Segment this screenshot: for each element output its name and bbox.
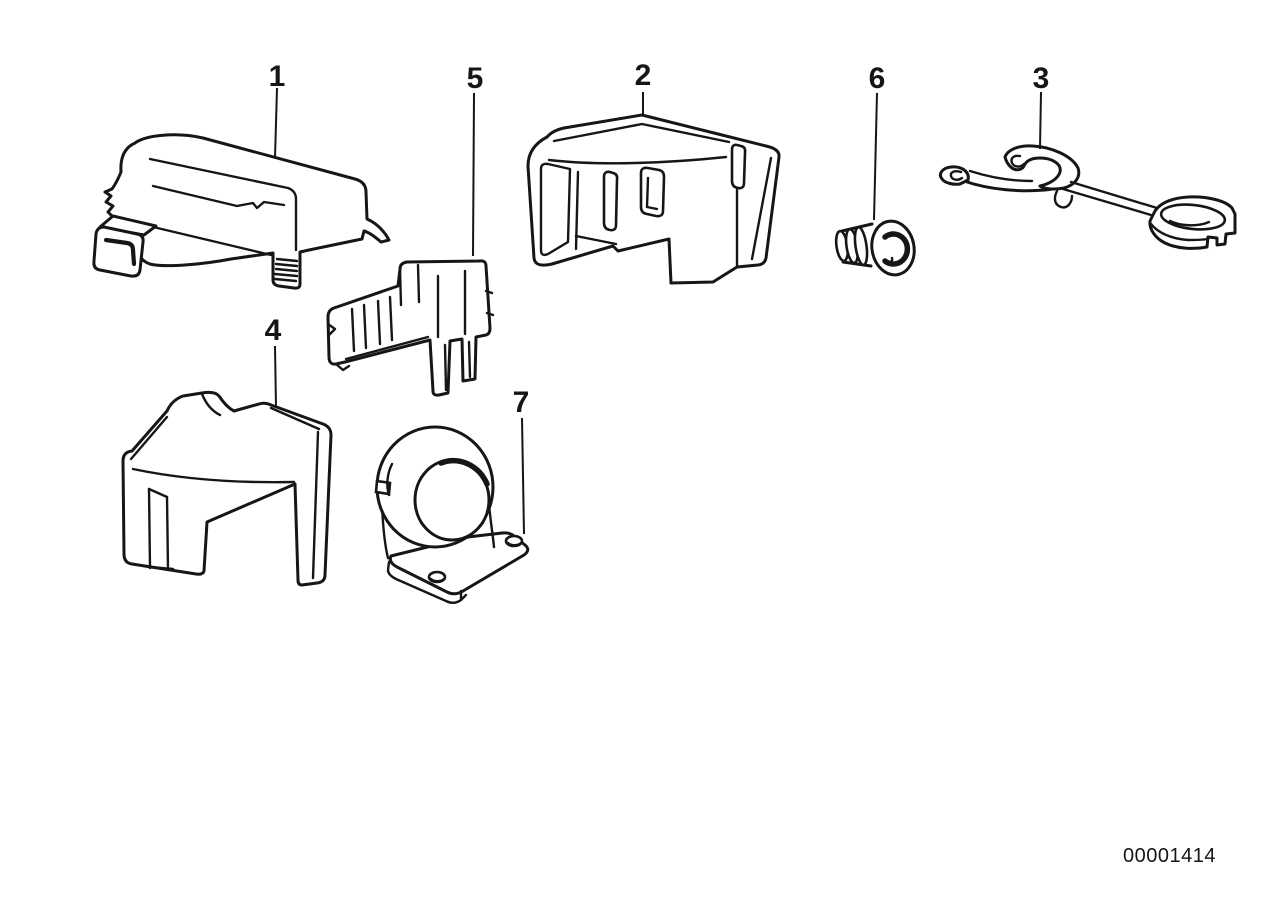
part-7-callout[interactable]: 7: [513, 386, 530, 419]
part-2-slot-detail: [645, 176, 659, 211]
part-4-leader-line: [274, 345, 277, 408]
part-3-strap-lower: [1061, 187, 1153, 217]
part-6-callout[interactable]: 6: [869, 62, 886, 95]
part-4-crease: [131, 467, 296, 484]
part-1-callout[interactable]: 1: [269, 60, 286, 93]
part-7-base-plate: [388, 531, 530, 596]
part-5-prong-line: [467, 340, 472, 379]
part-2-slot: [730, 143, 747, 190]
part-1-rib: [273, 272, 299, 278]
callout-labels: 1 2 3 4 5 6 7: [265, 59, 1050, 419]
part-6-neck-bottom: [841, 260, 873, 268]
part-3-hook-curl: [1010, 154, 1026, 168]
part-6-inner-tail: [883, 256, 894, 264]
part-3-hook-body: [1003, 144, 1081, 191]
part-2-left-panel-inner: [539, 162, 572, 257]
part-5-outline: [326, 259, 492, 397]
part-5-drawing: [326, 259, 495, 397]
part-5-edge-notch: [484, 289, 494, 295]
part-1-leader-line: [274, 87, 278, 159]
part-3-cap-inner-arc: [1168, 219, 1211, 227]
part-3-lug: [1053, 189, 1074, 209]
part-5-tab-side: [416, 263, 421, 304]
part-1-rib: [274, 262, 299, 268]
part-2-right-inner: [750, 156, 773, 261]
part-2-bottom-crease: [574, 234, 618, 246]
part-6-head: [870, 219, 916, 277]
part-5-rib: [362, 303, 368, 350]
part-3-left-hook: [938, 165, 970, 186]
part-3-cap-skirt: [1149, 222, 1209, 242]
part-5-rib: [376, 299, 382, 346]
part-3-drawing: [938, 144, 1237, 250]
part-7-base-thickness: [386, 560, 468, 604]
part-7-screw-hole-shadow: [429, 577, 446, 583]
part-5-callout[interactable]: 5: [467, 62, 484, 95]
part-1-rib: [273, 277, 298, 283]
part-6-neck-rib: [853, 225, 869, 267]
part-1-drawing: [92, 133, 391, 290]
part-2-drawing: [526, 113, 781, 285]
diagram-id-code: 00001414: [1123, 845, 1216, 867]
part-5-tab-side: [398, 267, 403, 307]
part-5-hook: [326, 322, 337, 337]
part-4-top-edge-inner: [269, 406, 321, 431]
part-6-drawing: [834, 219, 916, 277]
part-5-rib: [350, 307, 356, 353]
part-3-left-hook-inner: [949, 170, 964, 181]
part-3-callout[interactable]: 3: [1033, 62, 1050, 95]
part-5-hook: [334, 362, 351, 372]
part-4-notch-curve: [200, 392, 222, 417]
part-6-leader-line: [873, 92, 878, 221]
part-3-leader-line: [1039, 91, 1042, 150]
part-2-front-top-edge: [547, 155, 728, 165]
callout-leaders: [274, 87, 1042, 535]
part-5-edge-notch: [485, 311, 495, 317]
part-4-outline: [121, 390, 333, 587]
part-1-rib: [275, 257, 299, 263]
part-4-tab-bottom: [147, 565, 175, 571]
part-4-right-inner: [311, 430, 320, 580]
part-7-leader-line: [521, 417, 525, 535]
part-1-duct-opening: [103, 237, 137, 267]
part-7-screw-hole-shadow: [506, 541, 523, 547]
part-4-callout[interactable]: 4: [265, 314, 282, 347]
part-5-rib: [388, 295, 394, 342]
part-1-crease-line: [151, 184, 286, 210]
part-5-bottom-inner: [344, 335, 430, 361]
part-6-inner-ring: [882, 231, 911, 267]
part-4-drawing: [121, 390, 333, 587]
part-2-callout[interactable]: 2: [635, 59, 652, 92]
part-1-front-edge: [147, 224, 273, 257]
part-2-slot: [602, 170, 619, 232]
part-4-rim: [129, 415, 169, 461]
part-1-duct-front: [92, 225, 145, 278]
part-3-band-upper: [968, 169, 1034, 183]
part-7-bore-shadow: [438, 457, 490, 487]
part-4-tab-top: [147, 487, 169, 499]
part-2-top-rim: [552, 122, 731, 144]
part-1-rib: [274, 267, 299, 273]
part-5-prong-line: [443, 343, 448, 392]
part-7-drawing: [374, 425, 530, 604]
part-5-leader-line: [472, 92, 475, 257]
part-4-tab-right: [165, 495, 170, 572]
part-3-strap-upper: [1069, 180, 1159, 210]
part-1-outline: [103, 133, 391, 290]
part-4-tab-left: [147, 487, 152, 570]
part-7-ring-depth: [386, 462, 394, 497]
part-1-rim-line: [148, 157, 298, 252]
